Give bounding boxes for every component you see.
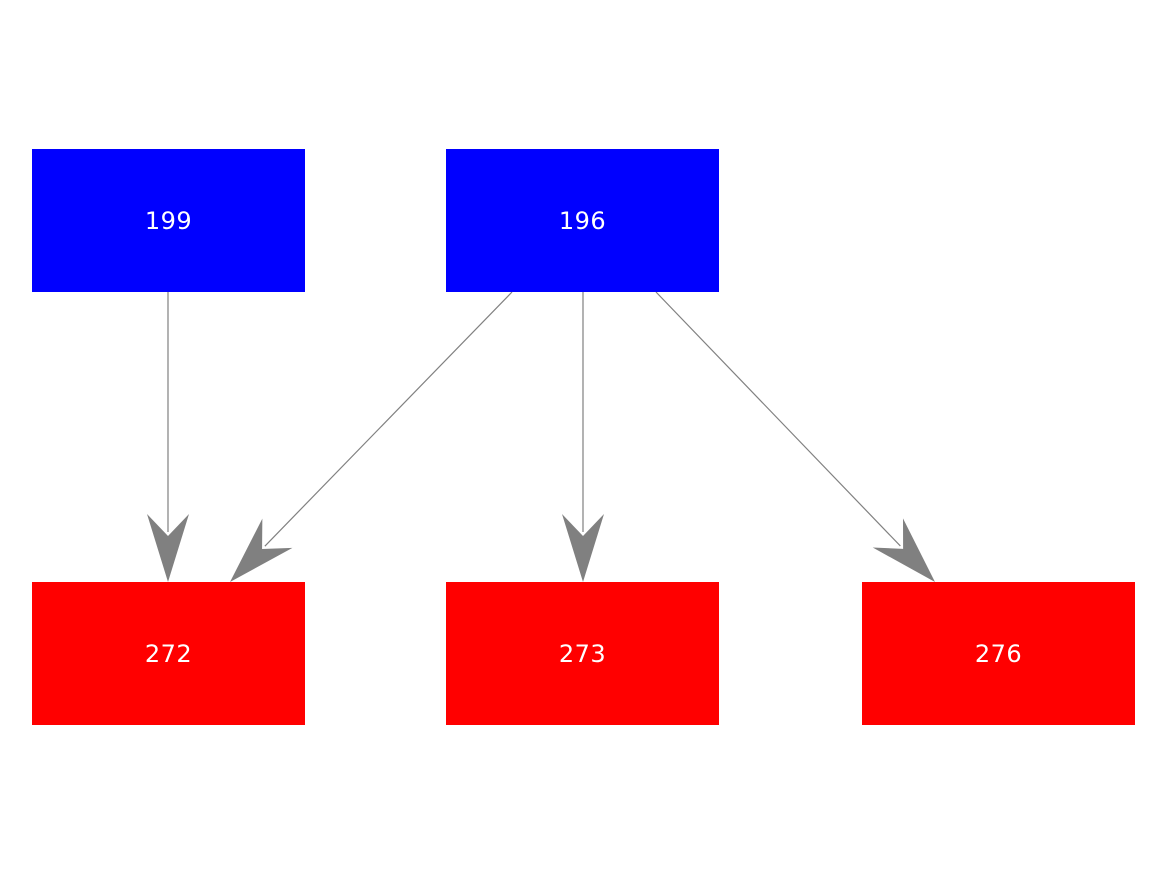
edge-196-to-272[interactable]: [264, 291, 513, 547]
node-label: 196: [558, 206, 607, 235]
node-272[interactable]: 272: [32, 582, 305, 725]
edges-group: [167, 291, 901, 547]
arrowhead-196-to-272: [230, 518, 293, 582]
node-196[interactable]: 196: [446, 149, 719, 292]
arrowheads-group: [147, 514, 935, 582]
arrowhead-199-to-272: [147, 514, 189, 582]
node-label: 199: [144, 206, 193, 235]
node-label: 276: [974, 639, 1023, 668]
node-label: 272: [144, 639, 193, 668]
node-199[interactable]: 199: [32, 149, 305, 292]
node-273[interactable]: 273: [446, 582, 719, 725]
node-label: 273: [558, 639, 607, 668]
arrowhead-196-to-273: [562, 514, 604, 582]
arrowhead-196-to-276: [872, 518, 935, 582]
node-276[interactable]: 276: [862, 582, 1135, 725]
edge-196-to-276[interactable]: [655, 291, 901, 547]
